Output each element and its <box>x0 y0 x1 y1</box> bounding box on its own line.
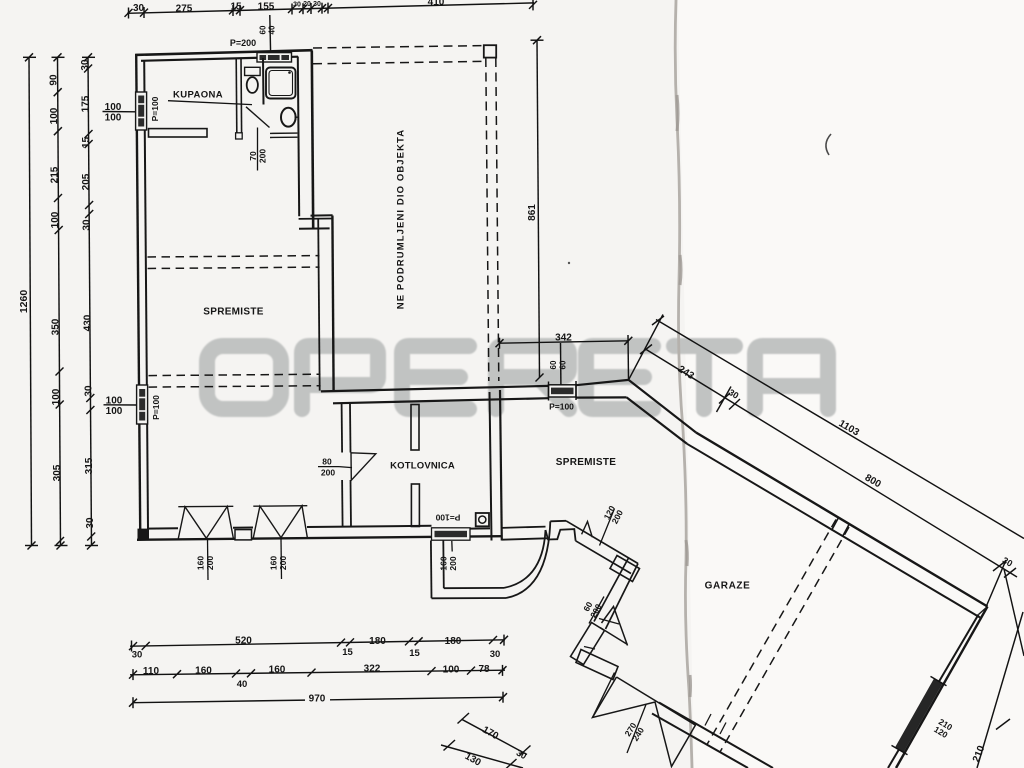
svg-text:15: 15 <box>81 137 92 149</box>
svg-text:305: 305 <box>52 464 63 481</box>
svg-text:160: 160 <box>195 665 212 676</box>
svg-text:30: 30 <box>293 2 301 9</box>
svg-text:15: 15 <box>409 648 420 659</box>
svg-text:205: 205 <box>81 173 92 190</box>
svg-text:30: 30 <box>132 650 143 661</box>
svg-text:100: 100 <box>106 406 123 417</box>
svg-text:215: 215 <box>49 166 60 183</box>
svg-text:1260: 1260 <box>18 290 30 314</box>
svg-text:30: 30 <box>83 385 94 397</box>
svg-text:30: 30 <box>85 517 96 529</box>
svg-text:30: 30 <box>80 59 91 71</box>
svg-text:P=200: P=200 <box>230 38 256 48</box>
svg-text:15: 15 <box>230 2 242 13</box>
svg-text:90: 90 <box>49 74 60 86</box>
svg-text:861: 861 <box>527 204 538 221</box>
svg-text:KUPAONA: KUPAONA <box>173 90 223 101</box>
svg-text:60: 60 <box>259 25 268 34</box>
svg-text:60: 60 <box>581 600 594 613</box>
svg-text:100: 100 <box>105 113 122 124</box>
svg-text:30: 30 <box>313 1 321 8</box>
svg-text:200: 200 <box>205 556 215 570</box>
svg-text:322: 322 <box>364 663 381 674</box>
svg-text:155: 155 <box>258 2 275 13</box>
svg-text:970: 970 <box>309 693 326 704</box>
svg-text:200: 200 <box>321 468 335 478</box>
svg-text:160: 160 <box>269 556 279 570</box>
svg-text:30: 30 <box>133 3 145 14</box>
svg-text:180: 180 <box>369 636 386 647</box>
svg-text:275: 275 <box>176 4 193 15</box>
svg-text:20: 20 <box>303 1 311 8</box>
svg-text:P=100: P=100 <box>151 395 161 420</box>
svg-text:60: 60 <box>549 360 558 369</box>
svg-text:160: 160 <box>269 665 286 676</box>
svg-text:200: 200 <box>278 556 288 570</box>
svg-text:30: 30 <box>1001 555 1015 569</box>
svg-text:350: 350 <box>51 318 62 335</box>
svg-text:KOTLOVNICA: KOTLOVNICA <box>390 461 455 472</box>
svg-text:SPREMISTE: SPREMISTE <box>203 307 264 318</box>
svg-text:70: 70 <box>248 151 258 161</box>
svg-text:520: 520 <box>235 636 252 647</box>
svg-text:200: 200 <box>448 556 458 570</box>
svg-text:NE PODRUMLJENI DIO OBJEKTA: NE PODRUMLJENI DIO OBJEKTA <box>396 129 407 309</box>
svg-text:30: 30 <box>515 748 529 762</box>
svg-text:30: 30 <box>727 387 741 401</box>
svg-text:P=100: P=100 <box>549 402 574 412</box>
svg-text:15: 15 <box>342 647 353 658</box>
svg-text:410: 410 <box>428 0 445 8</box>
svg-text:200: 200 <box>258 149 268 163</box>
svg-text:100: 100 <box>105 102 122 113</box>
svg-text:175: 175 <box>80 95 91 112</box>
svg-text:100: 100 <box>106 396 123 407</box>
svg-text:78: 78 <box>478 664 490 675</box>
svg-text:100: 100 <box>443 664 460 675</box>
svg-text:P=100: P=100 <box>150 96 160 121</box>
svg-text:100: 100 <box>50 211 61 228</box>
svg-text:100: 100 <box>49 107 60 124</box>
svg-text:315: 315 <box>84 457 95 474</box>
svg-text:110: 110 <box>143 666 160 677</box>
svg-text:180: 180 <box>445 636 462 647</box>
svg-text:GARAZE: GARAZE <box>705 581 751 592</box>
svg-text:80: 80 <box>322 457 332 467</box>
svg-text:40: 40 <box>268 25 277 34</box>
svg-text:430: 430 <box>83 314 94 331</box>
svg-text:100: 100 <box>51 388 62 405</box>
svg-text:160: 160 <box>196 556 206 570</box>
svg-text:342: 342 <box>555 333 572 344</box>
svg-text:40: 40 <box>237 679 248 690</box>
svg-text:P=100: P=100 <box>435 513 460 523</box>
svg-text:30: 30 <box>490 649 501 660</box>
svg-text:30: 30 <box>82 219 93 231</box>
svg-text:60: 60 <box>559 360 568 369</box>
svg-text:SPREMISTE: SPREMISTE <box>556 457 617 468</box>
